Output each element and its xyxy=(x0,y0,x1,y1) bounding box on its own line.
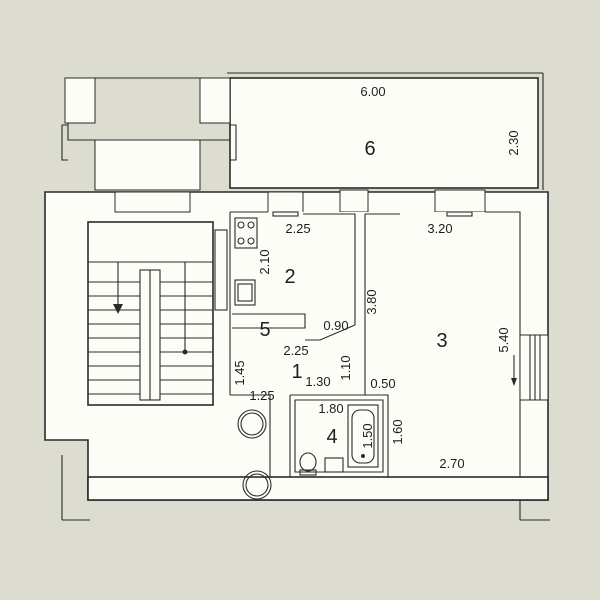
dim-tub-length: 1.50 xyxy=(360,423,375,448)
dimension-arrow-icon xyxy=(511,355,517,386)
staircase xyxy=(87,221,214,406)
dim-hall-width: 1.30 xyxy=(305,374,330,389)
right-window xyxy=(519,334,549,401)
bathtub-icon xyxy=(347,404,379,468)
washbasin-icon xyxy=(324,457,344,473)
dim-hall-depth: 1.45 xyxy=(232,360,247,385)
dim-living-lower: 1.60 xyxy=(390,419,405,444)
stove-icon xyxy=(234,217,258,249)
top-windows xyxy=(114,189,486,215)
room-number-3: 3 xyxy=(436,330,447,352)
balcony xyxy=(227,72,544,190)
toilet-icon xyxy=(299,452,317,476)
room-number-5: 5 xyxy=(259,319,270,341)
radiator-icon xyxy=(272,211,473,217)
dim-living-width: 3.20 xyxy=(427,221,452,236)
kitchen-sink-icon xyxy=(234,279,256,306)
dim-hall-lower: 1.25 xyxy=(249,388,274,403)
staircase-entry-frame xyxy=(61,77,237,191)
dim-pantry-side: 0.90 xyxy=(323,318,348,333)
bottom-wall xyxy=(61,455,550,521)
dim-balcony-depth: 2.30 xyxy=(506,130,521,155)
dim-bath-width: 1.80 xyxy=(318,401,343,416)
dim-hall-side: 1.10 xyxy=(338,355,353,380)
dim-balcony-width: 6.00 xyxy=(360,84,385,99)
vent-shaft-icon xyxy=(237,409,272,500)
dim-living-partition: 3.80 xyxy=(364,289,379,314)
dim-pantry-width: 2.25 xyxy=(283,343,308,358)
dim-living-depth: 5.40 xyxy=(496,327,511,352)
room-number-1: 1 xyxy=(291,361,302,383)
dim-kitchen-depth: 2.10 xyxy=(257,249,272,274)
dim-hall-door: 0.50 xyxy=(370,376,395,391)
room-number-4: 4 xyxy=(326,426,337,448)
stair-up-dot-icon xyxy=(182,349,188,355)
stair-down-arrow-icon xyxy=(113,304,123,314)
dim-kitchen-width: 2.25 xyxy=(285,221,310,236)
dim-living-bottom: 2.70 xyxy=(439,456,464,471)
room-number-2: 2 xyxy=(284,266,295,288)
room-number-6: 6 xyxy=(364,138,375,160)
